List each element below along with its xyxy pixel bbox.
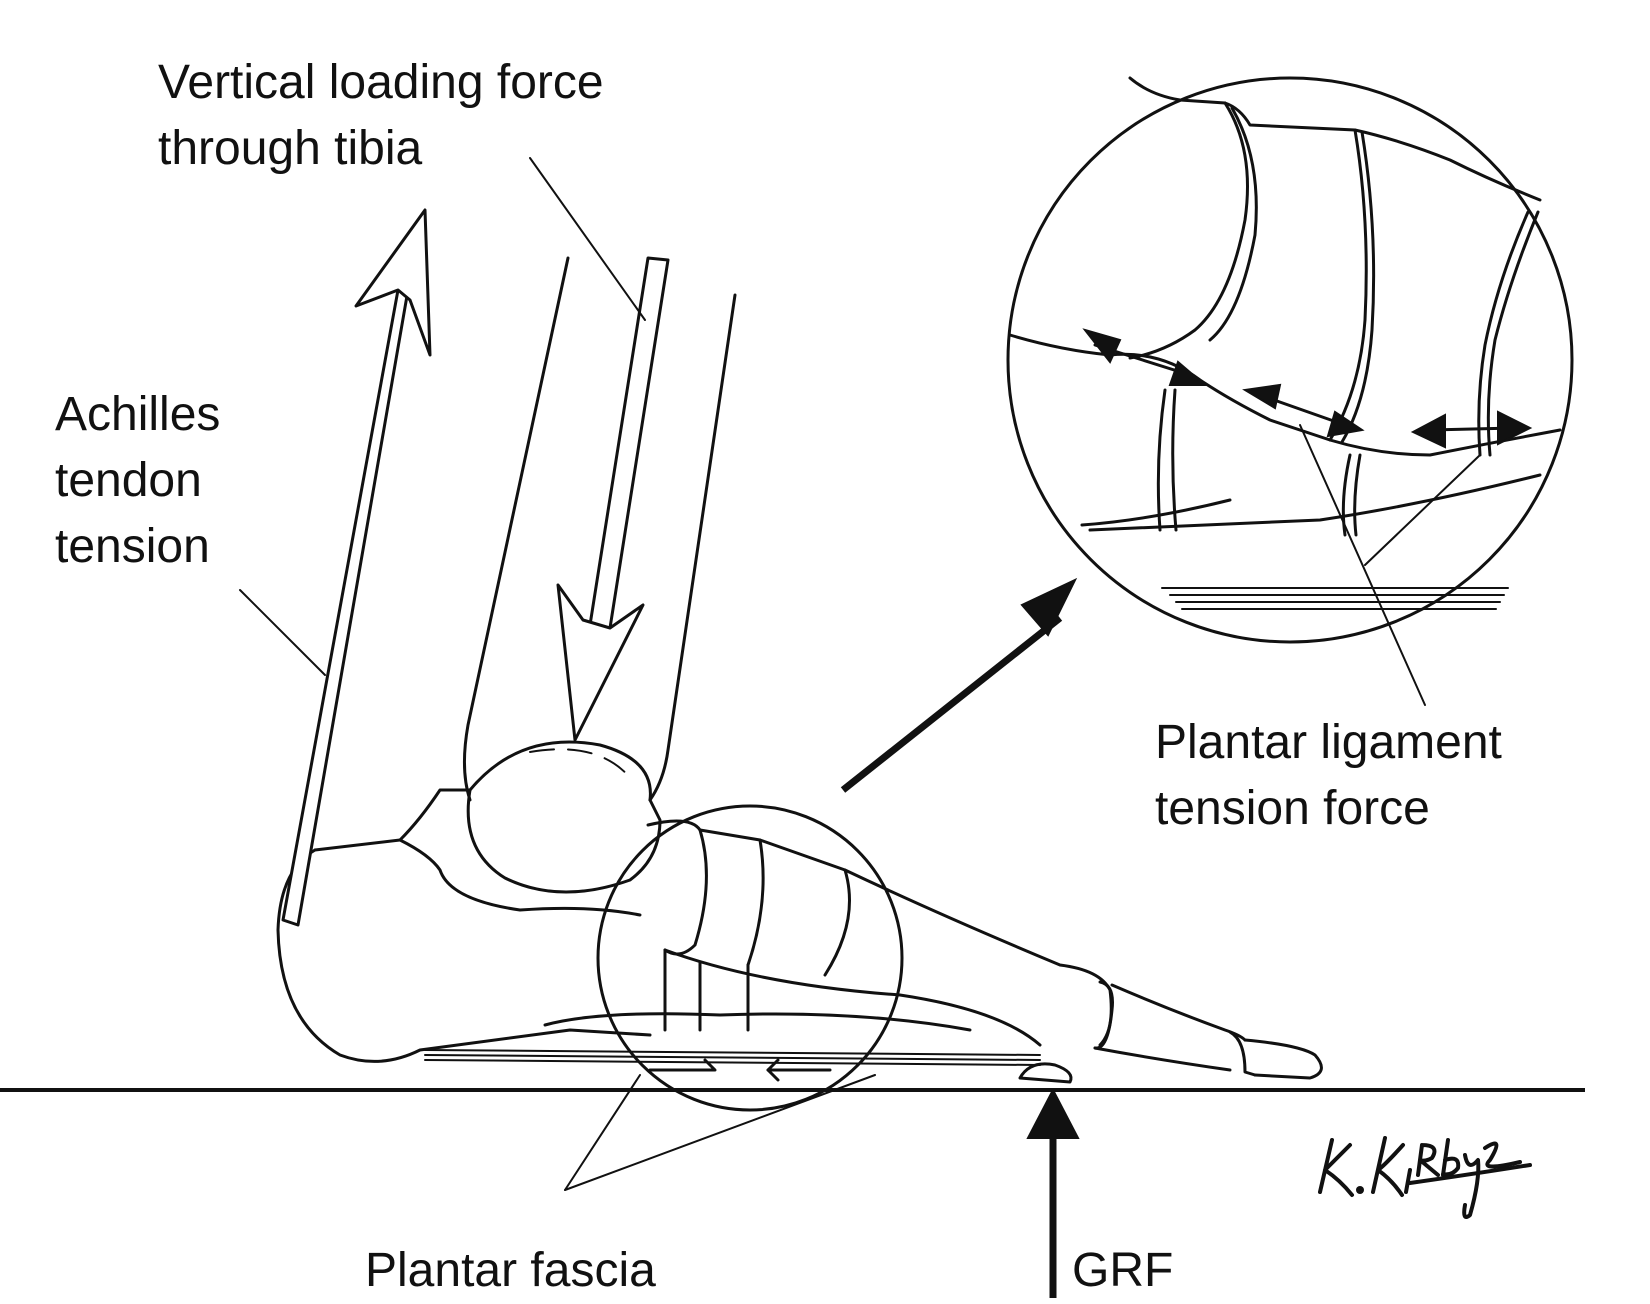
vertical-loading-force-label: Vertical loading force through tibia — [158, 50, 604, 182]
ligament-tension-arrows — [1082, 328, 1533, 449]
vertical-loading-line-2: through tibia — [158, 122, 423, 175]
enlarged-bones — [1008, 76, 1562, 537]
leader-lines — [239, 157, 1481, 1191]
enlarged-view-circle — [1006, 76, 1574, 644]
grf-label: GRF — [1072, 1244, 1174, 1297]
vertical-loading-line-1: Vertical loading force — [158, 56, 604, 109]
talonavicular-joint — [398, 838, 642, 917]
achilles-line-1: Achilles — [55, 388, 221, 441]
signature — [1318, 1136, 1532, 1219]
achilles-tension-label: Achilles tendon tension — [55, 382, 220, 580]
talus-bone — [466, 788, 662, 894]
achilles-line-3: tension — [55, 520, 210, 573]
plantar-fascia-band — [424, 1049, 1041, 1066]
achilles-line-2: tendon — [55, 454, 202, 507]
forefoot-bones — [543, 819, 1323, 1084]
calcaneus-bone — [276, 848, 652, 1063]
plantar-ligament-line-2: tension force — [1155, 782, 1430, 835]
plantar-ligament-label: Plantar ligament tension force — [1155, 710, 1502, 842]
calcaneus-top — [313, 788, 472, 852]
compression-arrows — [648, 1058, 832, 1082]
vertical-loading-arrow — [556, 256, 670, 742]
midfoot-highlight-circle — [596, 804, 904, 1112]
zoom-arrow — [840, 577, 1078, 793]
grf-arrow — [1026, 1087, 1080, 1298]
plantar-ligament-line-1: Plantar ligament — [1155, 716, 1502, 769]
achilles-tension-arrow — [281, 208, 432, 927]
plantar-fascia-label: Plantar fascia — [365, 1244, 656, 1297]
enlarged-fascia — [1161, 587, 1509, 610]
tibia — [462, 256, 737, 802]
